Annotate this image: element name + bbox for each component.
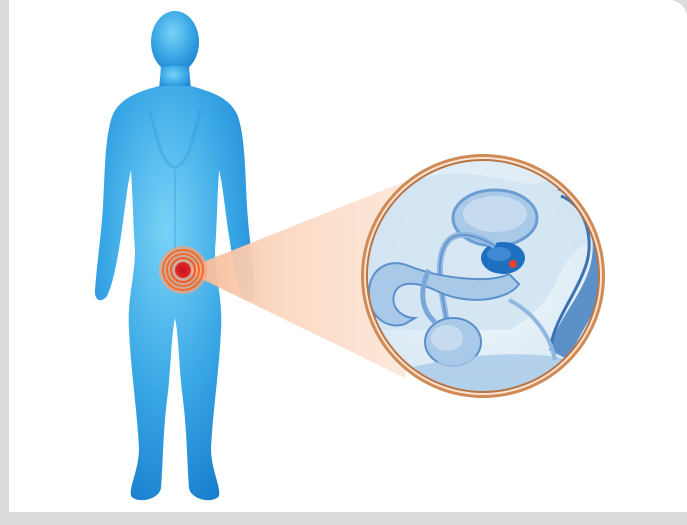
prostate-illustration <box>9 0 687 512</box>
target-marker <box>159 246 207 294</box>
figure-card <box>9 0 687 512</box>
magnifier-lens <box>361 154 614 400</box>
